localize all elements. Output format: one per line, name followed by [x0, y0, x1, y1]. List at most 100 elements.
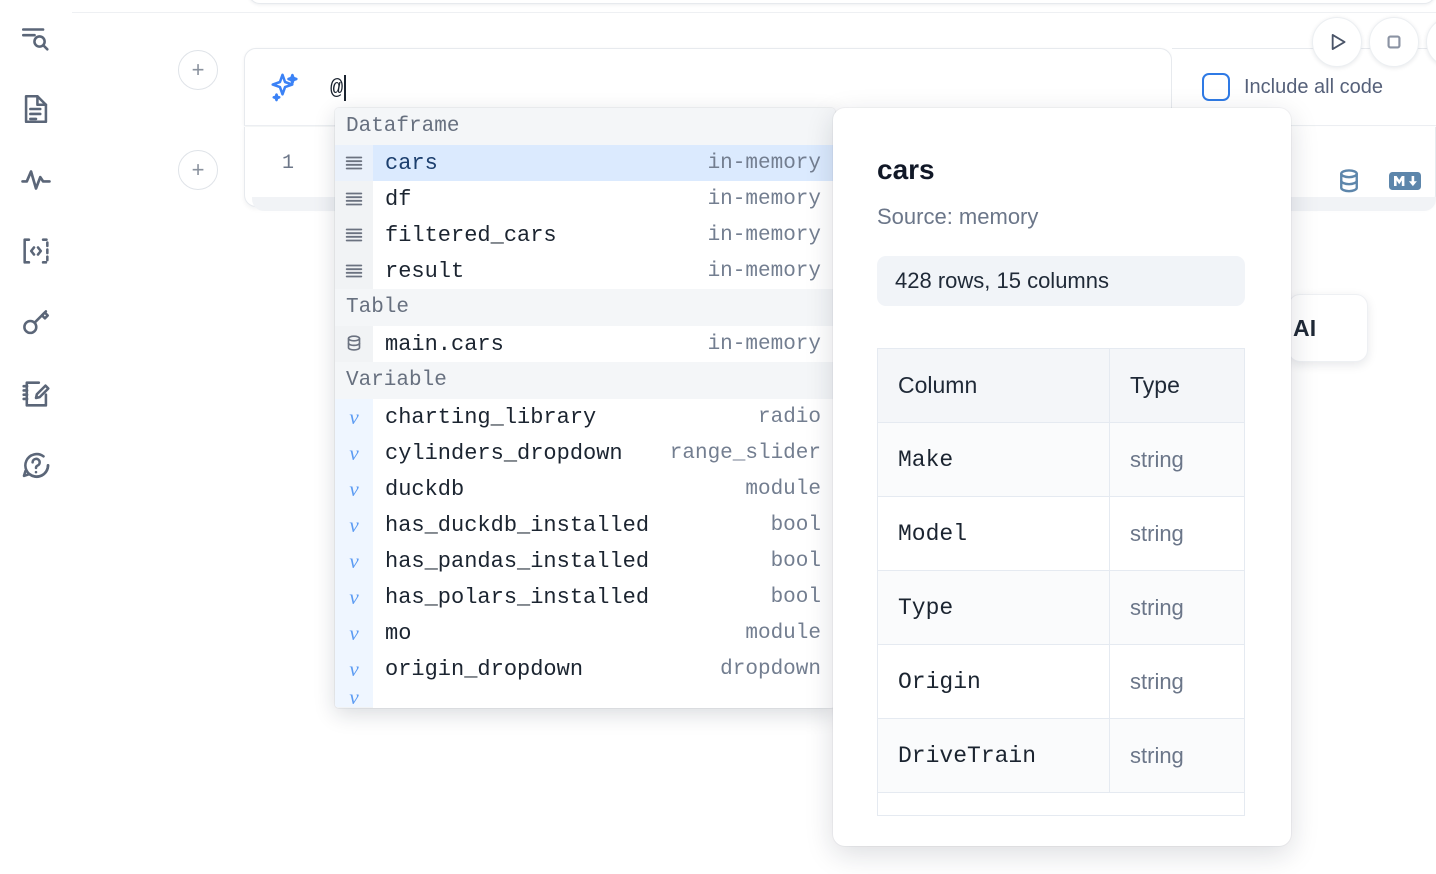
- snippets-code-icon[interactable]: [14, 229, 58, 273]
- detail-column-type: string: [1130, 520, 1184, 546]
- detail-column-type: string: [1130, 594, 1184, 620]
- variable-v-icon: v: [335, 579, 373, 615]
- with-ai-chip[interactable]: AI: [1288, 294, 1368, 362]
- autocomplete-item-kind: bool: [770, 585, 821, 609]
- detail-shape-badge: 428 rows, 15 columns: [877, 256, 1245, 306]
- detail-column-name: Make: [878, 423, 1110, 496]
- variable-v-icon: v: [335, 543, 373, 579]
- left-icon-rail: [0, 0, 72, 874]
- autocomplete-item-name: has_pandas_installed: [385, 548, 650, 574]
- autocomplete-item-partial[interactable]: v: [335, 687, 835, 707]
- variable-v-icon: v: [335, 507, 373, 543]
- detail-column-name: Model: [878, 497, 1110, 570]
- autocomplete-item-kind: in-memory: [707, 259, 821, 283]
- autocomplete-item[interactable]: df in-memory: [335, 181, 835, 217]
- autocomplete-item-name: charting_library: [385, 404, 597, 430]
- add-cell-below-button[interactable]: +: [178, 150, 218, 190]
- include-all-code-label: Include all code: [1244, 75, 1383, 98]
- autocomplete-item-name: [373, 687, 398, 707]
- autocomplete-item-name: mo: [385, 620, 412, 646]
- autocomplete-item[interactable]: v origin_dropdown dropdown: [335, 651, 835, 687]
- detail-title: cars: [877, 154, 935, 185]
- variable-v-icon: v: [335, 399, 373, 435]
- activity-pulse-icon[interactable]: [14, 158, 58, 202]
- autocomplete-item-name: origin_dropdown: [385, 656, 584, 682]
- detail-column-type: Type: [1130, 372, 1180, 398]
- database-table-icon: [335, 326, 373, 362]
- dataframe-rows-icon: [335, 181, 373, 217]
- ai-prompt-input[interactable]: @: [330, 68, 1090, 108]
- detail-table-row: Origin string: [878, 645, 1244, 719]
- autocomplete-item[interactable]: result in-memory: [335, 253, 835, 289]
- autocomplete-group-header: Variable: [335, 362, 835, 399]
- autocomplete-item-kind: in-memory: [707, 223, 821, 247]
- autocomplete-item-kind: in-memory: [707, 151, 821, 175]
- autocomplete-item-kind: bool: [770, 513, 821, 537]
- autocomplete-item[interactable]: v charting_library radio: [335, 399, 835, 435]
- variable-v-icon: v: [335, 651, 373, 687]
- dataframe-rows-icon: [335, 253, 373, 289]
- autocomplete-group-header: Table: [335, 289, 835, 326]
- stop-cell-button[interactable]: [1369, 17, 1419, 67]
- detail-column-name: Column: [878, 349, 1110, 422]
- variable-v-icon: v: [335, 615, 373, 651]
- autocomplete-item[interactable]: v has_polars_installed bool: [335, 579, 835, 615]
- dataframe-rows-icon: [335, 217, 373, 253]
- autocomplete-item[interactable]: cars in-memory: [335, 145, 835, 181]
- autocomplete-item-name: cylinders_dropdown: [385, 440, 623, 466]
- detail-column-type: string: [1130, 446, 1184, 472]
- detail-column-type: string: [1130, 668, 1184, 694]
- autocomplete-item[interactable]: filtered_cars in-memory: [335, 217, 835, 253]
- autocomplete-item-kind: dropdown: [720, 657, 821, 681]
- autocomplete-item-name: has_polars_installed: [385, 584, 650, 610]
- autocomplete-item-kind: in-memory: [707, 332, 821, 356]
- ai-sparkle-icon: [264, 68, 304, 108]
- autocomplete-item-name: duckdb: [385, 476, 465, 502]
- autocomplete-item-name: df: [385, 186, 412, 212]
- autocomplete-item-name: cars: [385, 150, 438, 176]
- detail-source: Source: memory: [877, 204, 1039, 229]
- detail-table-row: Model string: [878, 497, 1244, 571]
- variable-v-icon: v: [335, 687, 373, 707]
- autocomplete-item-name: result: [385, 258, 465, 284]
- autocomplete-item[interactable]: v has_duckdb_installed bool: [335, 507, 835, 543]
- scratchpad-edit-icon[interactable]: [14, 372, 58, 416]
- previous-cell-card[interactable]: [248, 0, 1436, 4]
- autocomplete-group-header: Dataframe: [335, 108, 835, 145]
- ai-prompt-text: @: [330, 75, 344, 101]
- dataframe-rows-icon: [335, 145, 373, 181]
- markdown-icon[interactable]: [1388, 166, 1422, 196]
- notebook-file-icon[interactable]: [14, 87, 58, 131]
- secrets-key-icon[interactable]: [14, 300, 58, 344]
- autocomplete-item-kind: module: [745, 621, 821, 645]
- include-all-code-checkbox[interactable]: [1202, 73, 1230, 101]
- detail-column-name: DriveTrain: [878, 719, 1110, 792]
- code-line-number: 1: [281, 152, 294, 175]
- detail-table-header: Column Type: [878, 349, 1244, 423]
- explore-search-icon[interactable]: [14, 16, 58, 60]
- autocomplete-item-kind: module: [745, 477, 821, 501]
- autocomplete-item-kind: radio: [757, 405, 821, 429]
- detail-table-row: Type string: [878, 571, 1244, 645]
- run-cell-button[interactable]: [1312, 17, 1362, 67]
- help-chat-icon[interactable]: [14, 444, 58, 488]
- detail-column-name: Origin: [878, 645, 1110, 718]
- variable-v-icon: v: [335, 435, 373, 471]
- page-top-divider: [0, 12, 1436, 13]
- detail-column-name: Type: [878, 571, 1110, 644]
- autocomplete-item-kind: in-memory: [707, 187, 821, 211]
- add-cell-above-button[interactable]: +: [178, 50, 218, 90]
- autocomplete-item-name: has_duckdb_installed: [385, 512, 650, 538]
- autocomplete-item-name: filtered_cars: [385, 222, 557, 248]
- database-icon[interactable]: [1332, 166, 1366, 196]
